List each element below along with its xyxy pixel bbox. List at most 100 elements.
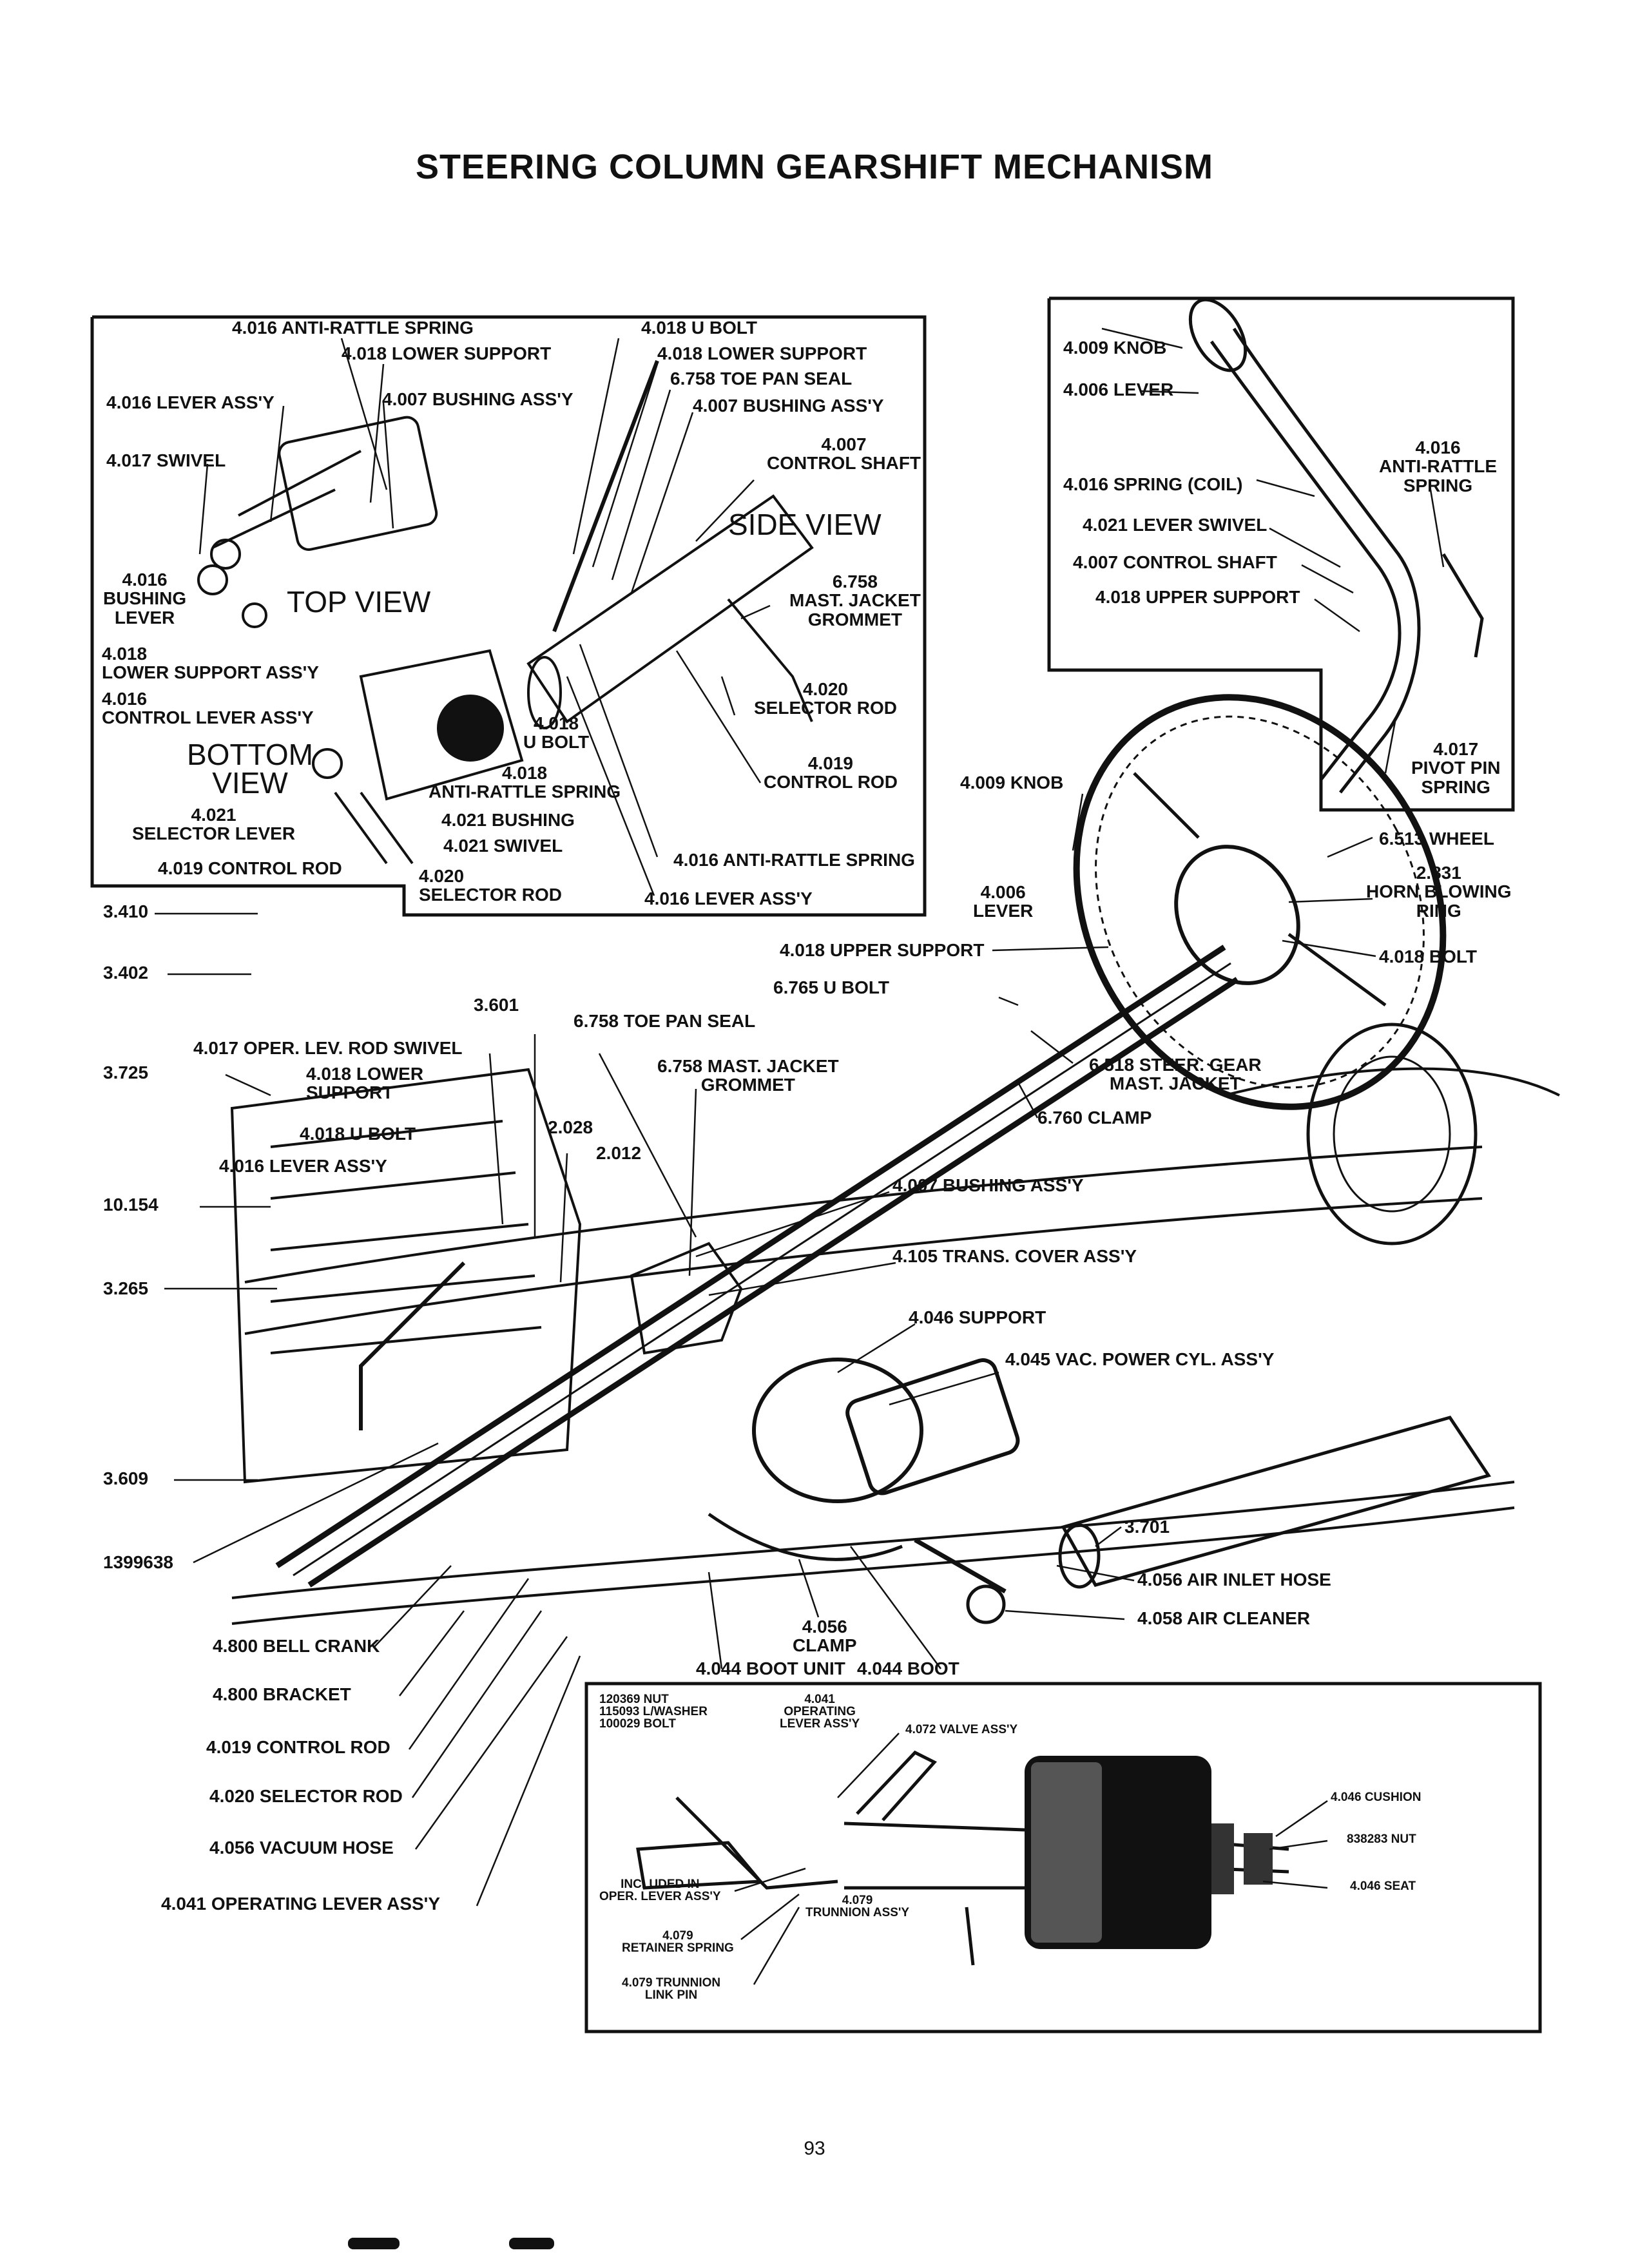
label-bushing-assy-top: 4.007 BUSHING ASS'Y: [382, 389, 574, 409]
label-lever-assy-main: 4.016 LEVER ASS'Y: [219, 1156, 387, 1176]
label-horn-blowing-ring: 2.831 HORN BLOWING RING: [1366, 863, 1512, 921]
label-selector-rod-bottom: 4.020 SELECTOR ROD: [419, 866, 562, 905]
label-bushing-lever: 4.016 BUSHING LEVER: [103, 570, 187, 628]
label-selector-rod-main: 4.020 SELECTOR ROD: [209, 1786, 403, 1806]
label-3-402: 3.402: [103, 963, 149, 983]
chassis-frame: [231, 1023, 1560, 1625]
label-pivot-pin-spring: 4.017 PIVOT PIN SPRING: [1411, 739, 1501, 797]
valve-assembly: [636, 1750, 1289, 1966]
label-control-shaft-side: 4.007 CONTROL SHAFT: [767, 434, 921, 474]
label-selector-lever: 4.021 SELECTOR LEVER: [132, 805, 296, 844]
side-view-parts: [526, 360, 814, 729]
label-swivel-bottom: 4.021 SWIVEL: [443, 836, 563, 856]
label-vac-power-cyl-assy: 4.045 VAC. POWER CYL. ASS'Y: [1005, 1349, 1275, 1369]
label-u-bolt-main: 6.765 U BOLT: [773, 977, 889, 997]
label-operating-lever-assy-inset: 4.041 OPERATING LEVER ASS'Y: [780, 1693, 860, 1731]
label-lever-swivel: 4.021 LEVER SWIVEL: [1083, 515, 1268, 535]
label-u-bolt-side: 4.018 U BOLT: [641, 318, 757, 338]
label-anti-rattle-spring-top: 4.016 ANTI-RATTLE SPRING: [232, 318, 474, 338]
label-lever-main: 4.006 LEVER: [973, 882, 1034, 921]
label-1399638: 1399638: [103, 1552, 174, 1572]
label-nut-838283: 838283 NUT: [1347, 1832, 1416, 1846]
label-mast-jacket-grommet-side: 6.758 MAST. JACKET GROMMET: [789, 572, 921, 629]
label-bell-crank: 4.800 BELL CRANK: [213, 1636, 380, 1656]
label-included-in-oper-lever: INCLUDED IN OPER. LEVER ASS'Y: [599, 1878, 721, 1903]
scanner-marks: [348, 2238, 554, 2249]
label-knob-inset: 4.009 KNOB: [1063, 338, 1167, 358]
label-control-lever-assy: 4.016 CONTROL LEVER ASS'Y: [102, 689, 314, 728]
leader-lines: [155, 327, 1445, 1985]
label-boot: 4.044 BOOT: [857, 1658, 959, 1678]
label-lever-assy-top: 4.016 LEVER ASS'Y: [106, 392, 275, 412]
label-3-701: 3.701: [1124, 1517, 1170, 1537]
label-air-inlet-hose: 4.056 AIR INLET HOSE: [1137, 1570, 1331, 1590]
label-upper-support-main: 4.018 UPPER SUPPORT: [780, 940, 985, 960]
label-u-bolt-lower: 4.018 U BOLT: [300, 1124, 416, 1144]
label-cushion: 4.046 CUSHION: [1331, 1791, 1422, 1804]
label-control-rod-side: 4.019 CONTROL ROD: [764, 753, 898, 793]
page-title: STEERING COLUMN GEARSHIFT MECHANISM: [415, 148, 1213, 186]
label-lever-inset: 4.006 LEVER: [1063, 380, 1174, 399]
label-toe-pan-seal-side: 6.758 TOE PAN SEAL: [670, 369, 853, 389]
label-lower-support-top: 4.018 LOWER SUPPORT: [342, 343, 552, 363]
label-anti-rattle-spring-inset: 4.016 ANTI-RATTLE SPRING: [1379, 437, 1497, 495]
label-control-shaft-inset: 4.007 CONTROL SHAFT: [1073, 552, 1277, 572]
label-selector-rod-side: 4.020 SELECTOR ROD: [754, 679, 897, 718]
label-boot-unit: 4.044 BOOT UNIT: [696, 1658, 845, 1678]
label-3-601: 3.601: [474, 995, 519, 1015]
label-bushing-assy-main: 4.007 BUSHING ASS'Y: [892, 1175, 1084, 1195]
vacuum-power-cylinder: [708, 1358, 1020, 1624]
label-10-154: 10.154: [103, 1195, 159, 1215]
inset-top-right-frame: [1047, 296, 1515, 812]
label-upper-support-inset: 4.018 UPPER SUPPORT: [1095, 587, 1300, 607]
label-mast-jacket-grommet-main: 6.758 MAST. JACKET GROMMET: [657, 1056, 839, 1095]
top-right-parts: [1188, 298, 1484, 794]
label-swivel: 4.017 SWIVEL: [106, 450, 226, 470]
inset-top-left-frame: [90, 315, 927, 917]
label-wheel: 6.513 WHEEL: [1379, 829, 1494, 849]
label-bracket: 4.800 BRACKET: [213, 1684, 351, 1704]
label-anti-rattle-spring-bottom: 4.018 ANTI-RATTLE SPRING: [429, 763, 621, 802]
air-tube: [1058, 1416, 1491, 1589]
label-valve-assy: 4.072 VALVE ASS'Y: [905, 1723, 1018, 1736]
label-oper-lev-rod-swivel: 4.017 OPER. LEV. ROD SWIVEL: [193, 1038, 463, 1058]
label-trans-cover-assy: 4.105 TRANS. COVER ASS'Y: [892, 1246, 1137, 1266]
top-view-parts: [197, 416, 438, 628]
label-3-609: 3.609: [103, 1468, 149, 1488]
label-clamp-4-056: 4.056 CLAMP: [793, 1617, 857, 1656]
label-clamp-main: 6.760 CLAMP: [1037, 1108, 1152, 1128]
label-bolt-main: 4.018 BOLT: [1379, 947, 1477, 966]
label-u-bolt-bottom: 4.018 U BOLT: [523, 713, 590, 753]
bottom-view-parts: [312, 649, 524, 865]
label-3-410: 3.410: [103, 901, 149, 921]
steering-wheel: [1073, 694, 1447, 1110]
label-spring-coil: 4.016 SPRING (COIL): [1063, 474, 1243, 494]
inset-bottom-frame: [584, 1682, 1542, 2033]
label-lever-assy-side: 4.016 LEVER ASS'Y: [644, 889, 813, 908]
label-seat: 4.046 SEAT: [1350, 1879, 1416, 1893]
label-steer-gear-mast-jacket: 6.518 STEER. GEAR MAST. JACKET: [1089, 1055, 1262, 1094]
label-lower-support-side: 4.018 LOWER SUPPORT: [657, 343, 867, 363]
label-vacuum-hose: 4.056 VACUUM HOSE: [209, 1838, 394, 1858]
label-trunnion-link-pin: 4.079 TRUNNION LINK PIN: [622, 1976, 721, 2002]
label-nut-washer-bolt: 120369 NUT 115093 L/WASHER 100029 BOLT: [599, 1693, 708, 1731]
label-toe-pan-seal-main: 6.758 TOE PAN SEAL: [574, 1011, 756, 1031]
label-retainer-spring: 4.079 RETAINER SPRING: [622, 1929, 734, 1955]
label-air-cleaner: 4.058 AIR CLEANER: [1137, 1608, 1311, 1628]
label-support-4-046: 4.046 SUPPORT: [909, 1307, 1046, 1327]
label-bushing-bottom: 4.021 BUSHING: [441, 810, 575, 830]
label-trunnion-assy: 4.079 TRUNNION ASS'Y: [805, 1894, 910, 1919]
label-3-265: 3.265: [103, 1278, 149, 1298]
label-lower-support-main: 4.018 LOWER SUPPORT: [306, 1064, 424, 1103]
label-anti-rattle-spring-side: 4.016 ANTI-RATTLE SPRING: [673, 850, 915, 870]
page-number: 93: [804, 2138, 825, 2159]
label-bottom-view: BOTTOM VIEW: [187, 738, 313, 800]
label-bushing-assy-side: 4.007 BUSHING ASS'Y: [693, 396, 884, 416]
label-2-028: 2.028: [548, 1117, 593, 1137]
label-3-725: 3.725: [103, 1062, 149, 1082]
label-side-view: SIDE VIEW: [728, 508, 882, 541]
label-knob-main: 4.009 KNOB: [960, 773, 1064, 793]
label-2-012: 2.012: [596, 1143, 642, 1163]
label-top-view: TOP VIEW: [287, 585, 431, 619]
